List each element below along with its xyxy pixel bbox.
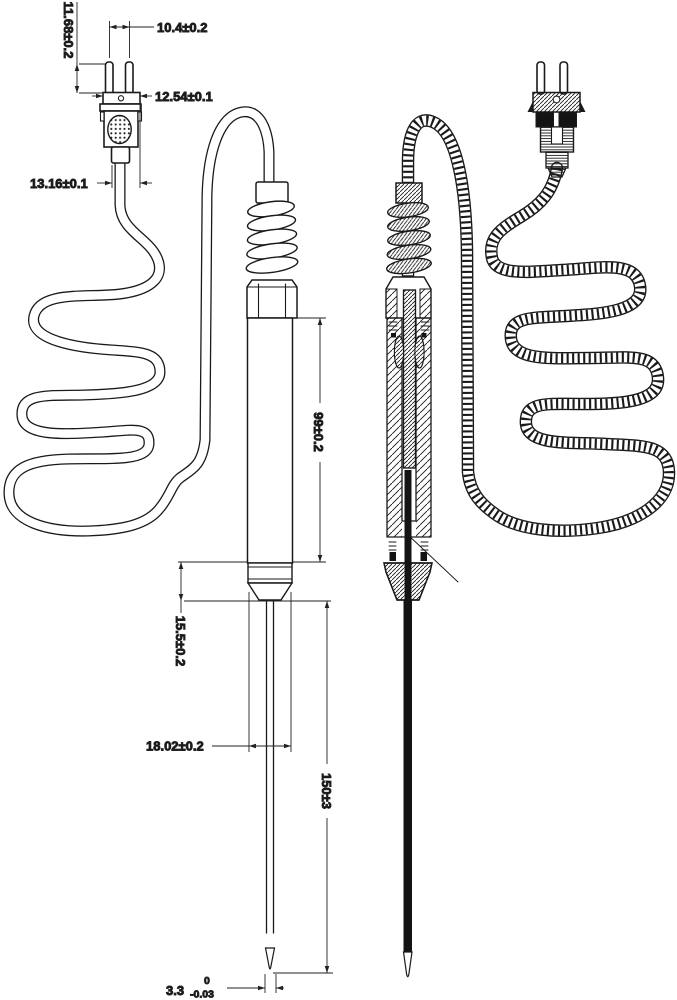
dim-handle-tip: 15.5±0.2: [173, 562, 188, 667]
spring-squiggles-bottom: [388, 541, 429, 551]
coiled-cable-outline: [3, 106, 275, 537]
dim-tip-nominal-label: 3.3: [166, 983, 184, 998]
connector-pin-left: [104, 61, 114, 95]
probe-tip-outline: [264, 947, 276, 970]
body-clip-left: [99, 111, 105, 122]
section-wall-right: [416, 318, 431, 537]
dim-neck-width-label: 13.16±0.1: [30, 176, 88, 191]
left-outline-view: [3, 61, 299, 970]
probe-handle-outline: [245, 181, 299, 970]
right-section-view: [383, 61, 676, 978]
dim-neck-width: 13.16±0.1: [30, 176, 152, 191]
dim-handle-diameter-label: 18.02±0.2: [146, 739, 204, 754]
dim-probe-length-label: 150±3: [319, 773, 334, 809]
plug-seal-right: [558, 111, 577, 128]
strain-relief-cap: [255, 181, 289, 204]
connector-pin-right: [124, 61, 134, 95]
hex-facet-lines: [246, 283, 298, 319]
dim-handle-diameter: 18.02±0.2: [146, 738, 291, 754]
grip-dot-pad: [107, 114, 132, 145]
dim-tip-upper-tol-label: 0: [204, 975, 210, 987]
dim-pin-spacing: 10.4±0.2: [109, 20, 208, 35]
handle-hex-collar: [246, 279, 298, 319]
spring-squiggles-top: [388, 321, 430, 331]
crimp-bulb-right: [414, 335, 425, 369]
dimension-annotations: 11.68±0.2 10.4±0.2 12.54±0.1 13.16±0.1 9…: [30, 1, 335, 1000]
dim-pin-length: 11.68±0.2: [61, 1, 80, 93]
section-inner-tube: [402, 289, 417, 469]
section-relief-spring: [386, 202, 432, 275]
dim-handle-length: 99±0.2: [311, 318, 326, 562]
plug-center-slot: [550, 126, 564, 145]
dim-pin-length-label: 11.68±0.2: [61, 1, 76, 58]
dim-handle-tip-label: 15.5±0.2: [173, 616, 188, 667]
dim-tip-diameter: 3.3 0 -0.03: [166, 975, 284, 1000]
connector-shoulder: [99, 103, 142, 112]
collar-band-lines: [247, 566, 293, 580]
section-probe-tip: [402, 951, 413, 978]
plug-cable-boot: [547, 167, 567, 178]
dim-cap-width-label: 12.54±0.1: [155, 89, 213, 104]
cable-hatch-stripes: [403, 115, 674, 536]
plug-seal-left: [535, 111, 554, 128]
handle-body-cylinder: [246, 317, 294, 564]
dim-pin-spacing-label: 10.4±0.2: [157, 20, 208, 35]
extension-lines: [79, 21, 333, 993]
section-relief-cap: [395, 182, 423, 204]
plug-pin-right: [559, 61, 569, 95]
crimp-bulb-left: [393, 335, 405, 369]
handle-cone: [246, 582, 294, 601]
probe-shaft-outline: [265, 600, 275, 934]
coiled-cable-section: [401, 114, 676, 537]
strain-relief-spring: [245, 200, 299, 274]
seal-leader-line: [405, 532, 459, 583]
plug-lower-neck: [545, 151, 569, 169]
dim-handle-length-label: 99±0.2: [311, 412, 326, 452]
section-probe-shaft: [403, 600, 412, 952]
section-wall-left: [387, 318, 402, 537]
dim-cap-width: 12.54±0.1: [92, 89, 213, 104]
cap-screw-hole: [117, 95, 125, 102]
dim-probe-length: 150±3: [319, 601, 334, 973]
plug-cap-hole: [552, 95, 561, 104]
dim-tip-lower-tol-label: -0.03: [190, 989, 214, 1000]
plug-section: [527, 61, 586, 178]
plug-pin-left: [536, 61, 546, 95]
handle-section: [383, 182, 459, 978]
thermocouple-connector: [99, 61, 143, 164]
connector-neck: [110, 146, 131, 164]
handle-lower-collar: [247, 562, 293, 584]
